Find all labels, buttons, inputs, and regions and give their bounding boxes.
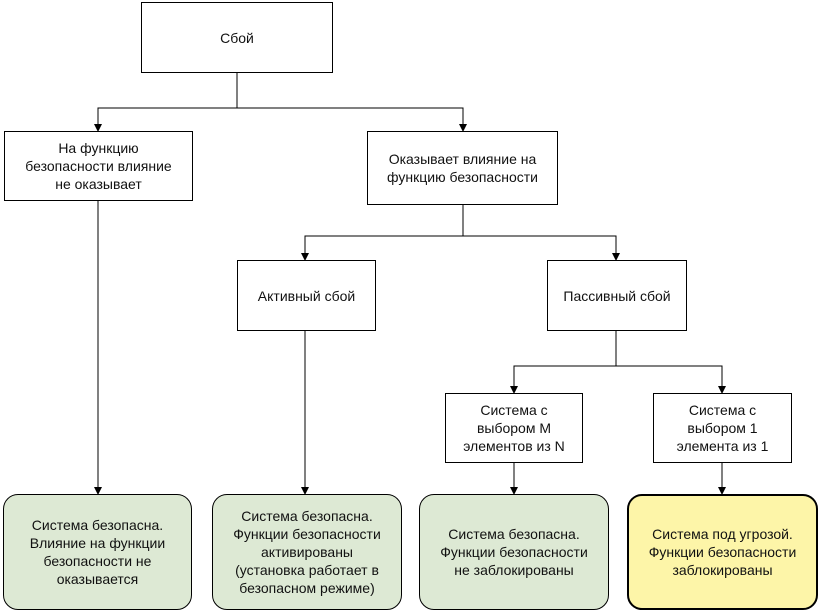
edge-passive-mofn <box>510 331 617 394</box>
node-1-of-1-label: Система с выбором 1 элемента из 1 <box>676 402 769 454</box>
node-1-of-1: Система с выбором 1 элемента из 1 <box>653 393 792 463</box>
node-passive-failure-label: Пассивный сбой <box>563 287 671 304</box>
outcome-safe-not-blocked: Система безопасна. Функции безопасности … <box>419 494 609 610</box>
outcome-safe-active-label: Система безопасна. Функции безопасности … <box>233 508 381 596</box>
node-failure-label: Сбой <box>220 29 254 46</box>
outcome-safe-no-impact-label: Система безопасна. Влияние на функции бе… <box>29 517 166 587</box>
node-impacts: Оказывает влияние на функцию безопасност… <box>367 131 558 205</box>
node-no-impact-label: На функцию безопасности влияние не оказы… <box>25 140 172 192</box>
edge-failure-impacts <box>237 107 467 132</box>
edge-impacts-passive <box>463 235 620 261</box>
node-failure: Сбой <box>141 2 333 73</box>
outcome-threat-label: Система под угрозой. Функции безопасност… <box>648 526 797 578</box>
node-active-failure: Активный сбой <box>237 260 376 331</box>
outcome-safe-no-impact: Система безопасна. Влияние на функции бе… <box>3 494 192 610</box>
node-impacts-label: Оказывает влияние на функцию безопасност… <box>387 151 538 185</box>
outcome-safe-not-blocked-label: Система безопасна. Функции безопасности … <box>440 526 588 578</box>
outcome-threat: Система под угрозой. Функции безопасност… <box>627 494 818 610</box>
edge-passive-1of1 <box>616 365 726 394</box>
edge-impacts-active <box>301 205 464 261</box>
node-active-failure-label: Активный сбой <box>257 287 356 304</box>
outcome-safe-active: Система безопасна. Функции безопасности … <box>212 494 402 610</box>
node-passive-failure: Пассивный сбой <box>547 260 687 331</box>
node-m-of-n: Система с выбором М элементов из N <box>445 393 583 463</box>
node-no-impact: На функцию безопасности влияние не оказы… <box>4 131 193 201</box>
edge-failure-split <box>94 73 238 132</box>
node-m-of-n-label: Система с выбором М элементов из N <box>463 402 565 454</box>
